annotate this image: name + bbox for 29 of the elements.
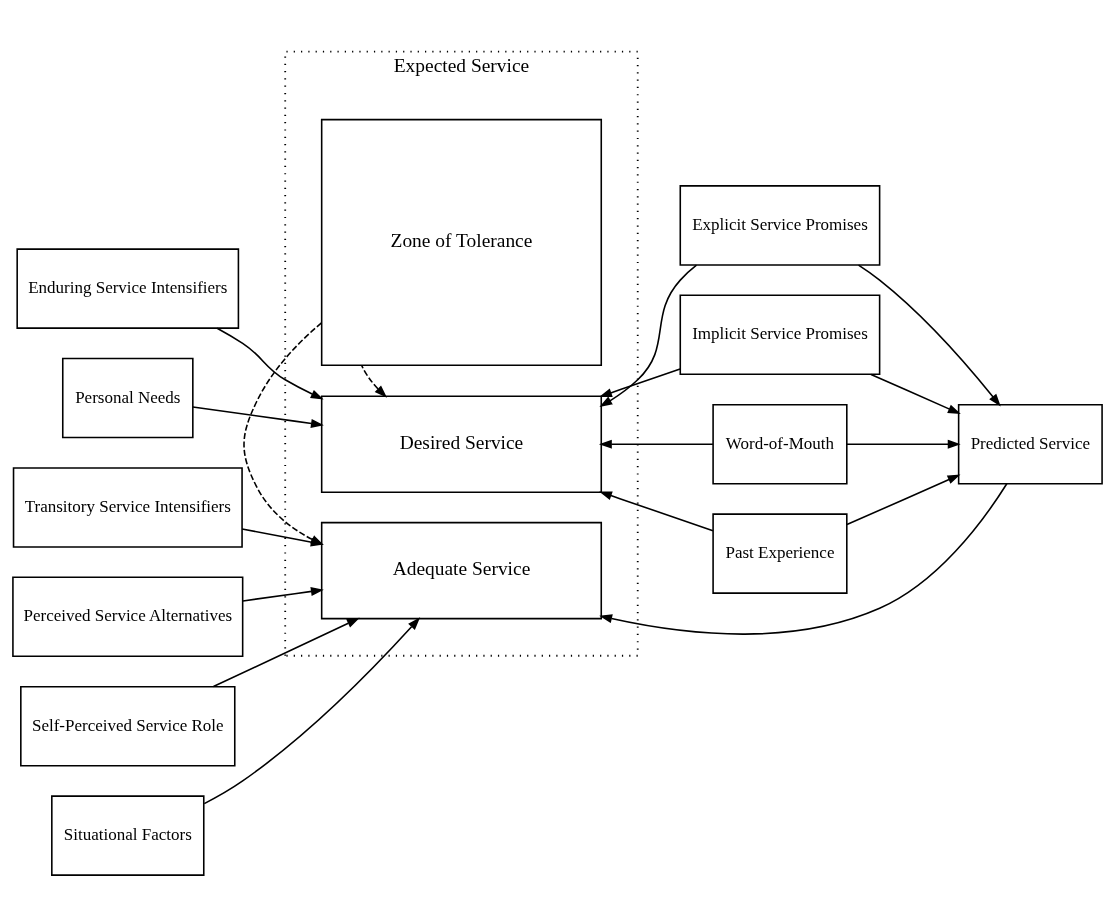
node-box: Enduring Service Intensifiers	[16, 248, 240, 329]
arrow	[360, 364, 388, 398]
node-box: Situational Factors	[51, 795, 205, 876]
arrow	[599, 368, 681, 398]
node-box: Past Experience	[712, 513, 848, 594]
arrow	[242, 586, 324, 602]
node-box: Word-of-Mouth	[712, 403, 848, 485]
arrow	[192, 406, 324, 428]
node-box: Perceived Service Alternatives	[12, 576, 244, 658]
arrow	[599, 491, 714, 532]
node-box: Adequate Service	[320, 521, 603, 620]
arrow	[870, 373, 961, 415]
arrow	[857, 264, 1001, 407]
node-box: Self-Perceived Service Role	[20, 685, 236, 767]
arrow	[599, 482, 1008, 635]
node-box: Predicted Service	[957, 403, 1103, 485]
arrow	[203, 617, 421, 805]
arrow	[598, 439, 714, 449]
node-box: Implicit Service Promises	[679, 294, 881, 376]
node-box: Transitory Service Intensifiers	[12, 467, 243, 548]
node-box: Desired Service	[320, 395, 603, 494]
arrow	[846, 474, 961, 526]
arrow	[599, 264, 698, 407]
node-box: Personal Needs	[61, 357, 194, 439]
arrow	[846, 439, 961, 449]
node-box: Explicit Service Promises	[679, 185, 881, 266]
arrow	[212, 617, 360, 688]
arrow	[216, 327, 324, 400]
node-box: Zone of Tolerance	[320, 118, 603, 366]
